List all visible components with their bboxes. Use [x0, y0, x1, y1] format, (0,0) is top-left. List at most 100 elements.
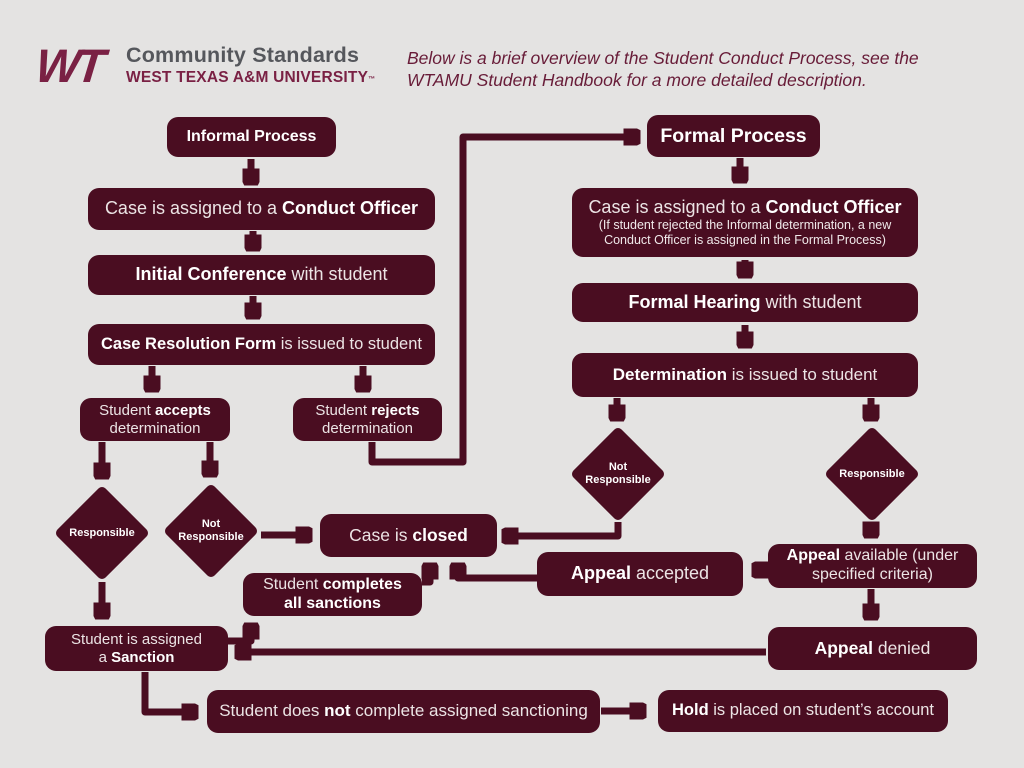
node-initial-conference: Initial Conference with student [88, 255, 435, 295]
node-case-resolution-form: Case Resolution Form is issued to studen… [88, 324, 435, 365]
label-part: closed [412, 525, 468, 546]
label-part: Student [263, 575, 323, 593]
label-part: Student does [219, 701, 325, 721]
connector-rejects-to-formal [368, 137, 639, 466]
node-label: Student completes [263, 576, 402, 595]
brand-subtitle: WEST TEXAS A&M UNIVERSITY™ [126, 68, 376, 86]
node-label: Case is assigned to a Conduct Officer [105, 198, 418, 219]
node-label: Initial Conference with student [135, 264, 387, 285]
diamond-responsible-informal: Responsible [53, 484, 151, 582]
node-student-rejects: Student rejects determination [293, 398, 442, 441]
node-label: determination [110, 420, 201, 438]
intro-text: Below is a brief overview of the Student… [407, 47, 919, 91]
label-part: determination [322, 419, 413, 437]
node-label: Appeal denied [815, 638, 931, 659]
node-label: Formal Process [660, 125, 806, 148]
node-label: Case Resolution Form is issued to studen… [101, 335, 422, 354]
node-label: Student accepts [99, 402, 211, 420]
node-hold-on-account: Hold is placed on student’s account [658, 690, 948, 732]
label-part: Formal Process [660, 124, 807, 147]
label-part: rejects [371, 401, 420, 419]
label-part: Student is assigned [71, 630, 202, 648]
node-label: Formal Hearing with student [628, 292, 861, 313]
label-part: not [324, 701, 351, 721]
node-label: a Sanction [99, 649, 175, 667]
node-label: all sanctions [284, 595, 381, 614]
label-part: accepted [630, 563, 710, 584]
node-label: Informal Process [187, 128, 317, 147]
connector-accepted-to-closed [458, 564, 537, 582]
label-part: Initial Conference [135, 264, 287, 285]
node-determination: Determination is issued to student [572, 353, 918, 397]
node-label: Student rejects [315, 402, 419, 420]
label-part: Sanction [111, 648, 175, 666]
node-label: Hold is placed on student’s account [672, 701, 934, 720]
connector-completes-to-closed [422, 564, 430, 586]
brand-title: Community Standards [126, 43, 360, 67]
label-part: completes [322, 575, 402, 593]
label-part: Appeal [570, 563, 631, 584]
diamond-not-responsible-informal: Not Responsible [162, 482, 260, 580]
node-sublabel: Conduct Officer is assigned in the Forma… [604, 233, 886, 248]
brand-block: Community Standards WEST TEXAS A&M UNIVE… [126, 44, 375, 86]
label-part: Case is assigned to a [588, 196, 766, 217]
diamond-label: Not Responsible [585, 461, 651, 486]
label-part: Appeal [786, 547, 841, 565]
label-part: a [98, 648, 112, 666]
intro-line-1: Below is a brief overview of the Student… [407, 48, 919, 68]
label-part: is placed on student’s account [708, 701, 935, 720]
node-formal-process: Formal Process [647, 115, 820, 157]
label-part: Determination [612, 364, 728, 384]
node-case-closed: Case is closed [320, 514, 497, 557]
label-part: Student [315, 401, 372, 419]
node-case-assigned-informal: Case is assigned to a Conduct Officer [88, 188, 435, 230]
node-label: Case is assigned to a Conduct Officer [588, 197, 901, 218]
trademark-symbol: ™ [368, 75, 376, 83]
label-part: with student [286, 264, 388, 285]
node-appeal-accepted: Appeal accepted [537, 552, 743, 596]
label-part: is issued to student [727, 364, 878, 384]
diamond-label: Not Responsible [178, 518, 244, 543]
node-student-accepts: Student accepts determination [80, 398, 230, 441]
node-formal-hearing: Formal Hearing with student [572, 283, 918, 322]
label-part: Case is [349, 525, 413, 546]
label-part: specified criteria) [812, 566, 933, 583]
node-label: Student is assigned [71, 631, 202, 649]
node-label: Appeal available (under [787, 547, 959, 566]
label-part: available (under [840, 547, 959, 565]
label-part: determination [109, 419, 201, 437]
node-case-assigned-formal: Case is assigned to a Conduct Officer (I… [572, 188, 918, 257]
label-part: Conduct Officer [765, 196, 902, 217]
node-label: Case is closed [349, 525, 468, 546]
node-sublabel: (If student rejected the Informal determ… [598, 217, 892, 232]
node-label: Appeal accepted [571, 563, 709, 584]
diamond-label: Responsible [69, 526, 135, 539]
label-part: Appeal [814, 638, 873, 659]
brand-subtitle-text: WEST TEXAS A&M UNIVERSITY [126, 68, 369, 86]
label-part: Case is assigned to a [104, 198, 283, 219]
label-part: denied [872, 638, 931, 659]
node-label: determination [322, 420, 413, 438]
diamond-label: Responsible [839, 467, 905, 480]
node-student-assigned-sanction: Student is assigned a Sanction [45, 626, 228, 671]
connector-not-responsible2-to-closed [503, 522, 622, 536]
label-part: Student [99, 401, 155, 419]
node-appeal-available: Appeal available (under specified criter… [768, 544, 977, 588]
label-part: Conduct Officer [282, 198, 419, 219]
label-part: Hold [671, 701, 709, 720]
label-part: with student [760, 291, 862, 312]
label-part: Case Resolution Form [101, 334, 277, 353]
connector-sanction-to-not-complete [141, 672, 197, 712]
diamond-responsible-formal: Responsible [823, 425, 921, 523]
label-part: accepts [155, 401, 211, 419]
connector-sanction-to-completes [228, 624, 251, 645]
node-student-completes-sanctions: Student completes all sanctions [243, 573, 422, 616]
node-label: specified criteria) [812, 566, 933, 585]
label-part: is issued to student [276, 334, 422, 353]
intro-line-2: WTAMU Student Handbook for a more detail… [407, 70, 867, 91]
diamond-not-responsible-formal: Not Responsible [569, 425, 667, 523]
node-informal-process: Informal Process [167, 117, 336, 157]
node-label: Student does not complete assigned sanct… [219, 701, 588, 721]
